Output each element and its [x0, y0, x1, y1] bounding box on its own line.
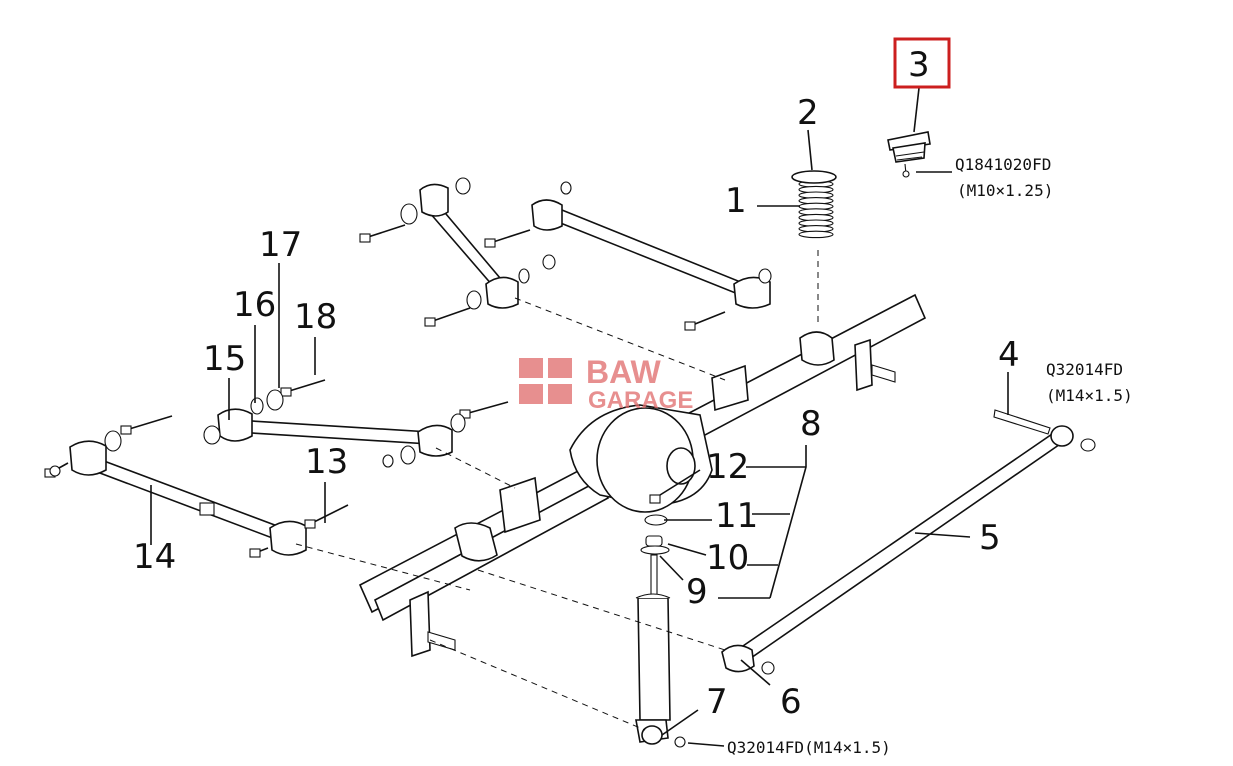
watermark-line1: BAW — [586, 354, 661, 390]
bolt-head — [424, 317, 436, 327]
leader-lines — [150, 87, 1009, 747]
washer — [455, 177, 471, 195]
bolts-and-washers — [44, 177, 772, 558]
coil-spring — [798, 180, 834, 239]
callout-12: 12 — [706, 447, 749, 487]
lower-link-14 — [69, 440, 307, 556]
washer — [250, 397, 264, 415]
washer — [400, 203, 418, 225]
washer — [203, 425, 221, 445]
callout-9: 9 — [686, 572, 708, 612]
callout-8: 8 — [800, 404, 822, 444]
upper-link-right — [531, 199, 771, 309]
bolt-shank — [125, 415, 173, 431]
alignment-lines — [295, 250, 819, 731]
callout-18: 18 — [294, 297, 337, 337]
bolt-head — [304, 519, 316, 529]
callout-6: 6 — [780, 682, 802, 722]
callout-16: 16 — [233, 285, 276, 325]
callout-11: 11 — [715, 496, 758, 536]
bolt-head — [120, 425, 132, 435]
callout-14: 14 — [133, 537, 176, 577]
bolt-shank — [364, 224, 406, 239]
washer — [49, 465, 61, 477]
rear-axle-housing — [358, 293, 927, 658]
callout-3: 3 — [908, 45, 930, 85]
panhard-thread-code: (M14×1.5) — [1046, 386, 1133, 405]
washer — [450, 413, 466, 433]
watermark-logo: BAW GARAGE — [519, 354, 693, 414]
bolt-head — [359, 233, 371, 243]
highlight-box-3 — [893, 37, 951, 89]
washer — [758, 268, 772, 284]
watermark-icon-tile — [519, 384, 543, 404]
callout-1: 1 — [725, 181, 747, 221]
callout-5: 5 — [979, 518, 1001, 558]
spring-coil — [798, 230, 834, 239]
upper-link-left — [419, 183, 519, 309]
washer — [266, 389, 284, 411]
callout-17: 17 — [259, 225, 302, 265]
spring-seat — [791, 170, 837, 184]
bump-stop — [887, 131, 931, 178]
callout-10: 10 — [706, 538, 749, 578]
callout-13: 13 — [305, 442, 348, 482]
washer — [560, 181, 572, 195]
bolt-shank — [489, 229, 531, 244]
bolt-head — [484, 238, 496, 248]
bolt-shank — [689, 311, 726, 327]
panhard-rod — [721, 409, 1096, 675]
callout-4: 4 — [998, 335, 1020, 375]
shock-absorber — [635, 494, 686, 748]
washer — [518, 268, 530, 284]
washer — [542, 254, 556, 270]
part-code-labels: Q1841020FD (M10×1.25) Q32014FD (M14×1.5)… — [727, 155, 1133, 757]
watermark-icon-tile — [548, 384, 572, 404]
washer — [382, 454, 394, 468]
callout-2: 2 — [797, 93, 819, 133]
watermark-line2: GARAGE — [588, 387, 693, 414]
watermark-icon-tile — [519, 358, 543, 378]
bolt-head — [249, 548, 261, 558]
bolt-head — [280, 387, 292, 397]
bump-stop-thread-code: (M10×1.25) — [957, 181, 1053, 200]
callout-labels: 1 2 3 4 5 6 7 8 9 10 11 12 13 14 15 16 1… — [133, 45, 1020, 722]
bump-stop-bolt-code: Q1841020FD — [955, 155, 1051, 174]
washer — [104, 430, 122, 452]
washer — [466, 290, 482, 310]
bolt-shank — [309, 504, 349, 525]
shock-nut-code: Q32014FD(M14×1.5) — [727, 738, 891, 757]
bolt-shank — [285, 379, 326, 393]
washer — [400, 445, 416, 465]
panhard-nut-code: Q32014FD — [1046, 360, 1123, 379]
callout-15: 15 — [203, 339, 246, 379]
lower-link-15 — [217, 408, 453, 457]
bolt-shank — [464, 401, 509, 415]
callout-7: 7 — [706, 682, 728, 722]
watermark-icon-tile — [548, 358, 572, 378]
bolt-shank — [429, 307, 471, 323]
bolt-head — [684, 321, 696, 331]
